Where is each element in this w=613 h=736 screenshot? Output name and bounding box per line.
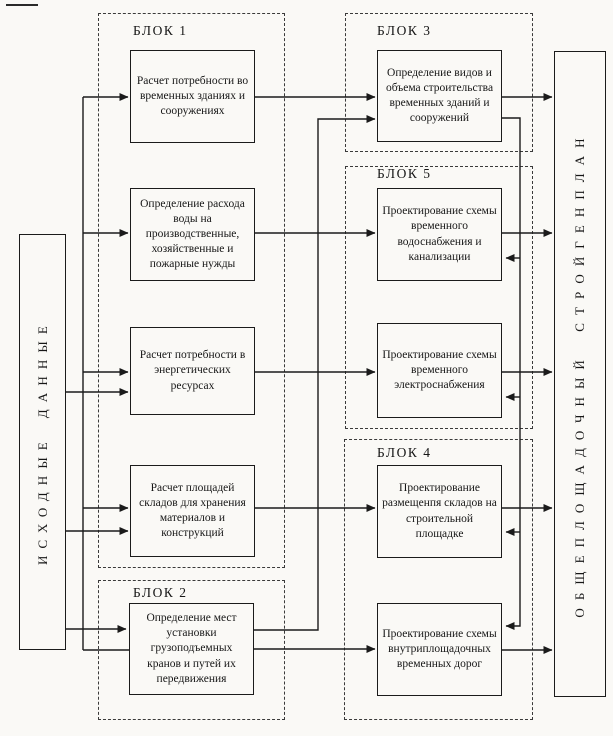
box-crane-placement: Определение мест установки грузоподъемны… <box>129 603 254 695</box>
box-warehouse-area-calc: Расчет площадей складов для хранения мат… <box>130 465 255 557</box>
feedback-line-b3-down <box>502 117 521 630</box>
box-temp-construction-types: Определение видов и объема строительства… <box>377 50 502 142</box>
input-data-box: ИСХОДНЫЕ ДАННЫЕ <box>19 234 66 650</box>
output-genplan-box: ОБЩЕПЛОЩАДОЧНЫЙ СТРОЙГЕНПЛАН <box>554 51 606 697</box>
box-power-supply-design: Проектирование схемы временного электрос… <box>377 323 502 418</box>
block4-frame <box>344 439 533 720</box>
block3-label: БЛОК 3 <box>377 23 432 38</box>
box-warehouse-layout-design: Проектирование размещенпя складов на стр… <box>377 465 502 558</box>
box-water-consumption: Определение расхода воды на производстве… <box>130 188 255 281</box>
box-temp-roads-design: Проектирование схемы внутриплощадочных в… <box>377 603 502 696</box>
block1-label: БЛОК 1 <box>133 23 188 38</box>
output-genplan-label: ОБЩЕПЛОЩАДОЧНЫЙ СТРОЙГЕНПЛАН <box>572 130 587 618</box>
box-water-supply-design: Проектирование схемы временного водоснаб… <box>377 188 502 281</box>
block5-frame <box>345 166 533 429</box>
box-energy-resources-need: Расчет потребности в энергетических ресу… <box>130 327 255 415</box>
box-temp-buildings-need: Расчет потребности во временных зданиях … <box>130 50 255 143</box>
scan-artifact-line <box>6 4 38 6</box>
block2-label: БЛОК 2 <box>133 585 188 600</box>
input-data-label: ИСХОДНЫЕ ДАННЫЕ <box>34 318 50 566</box>
block1-frame <box>98 13 285 568</box>
arrow-b2-1-to-b3-1-feedback <box>253 115 376 631</box>
block4-label: БЛОК 4 <box>377 445 432 460</box>
block3-frame <box>345 13 533 152</box>
block5-label: БЛОК 5 <box>377 166 432 181</box>
